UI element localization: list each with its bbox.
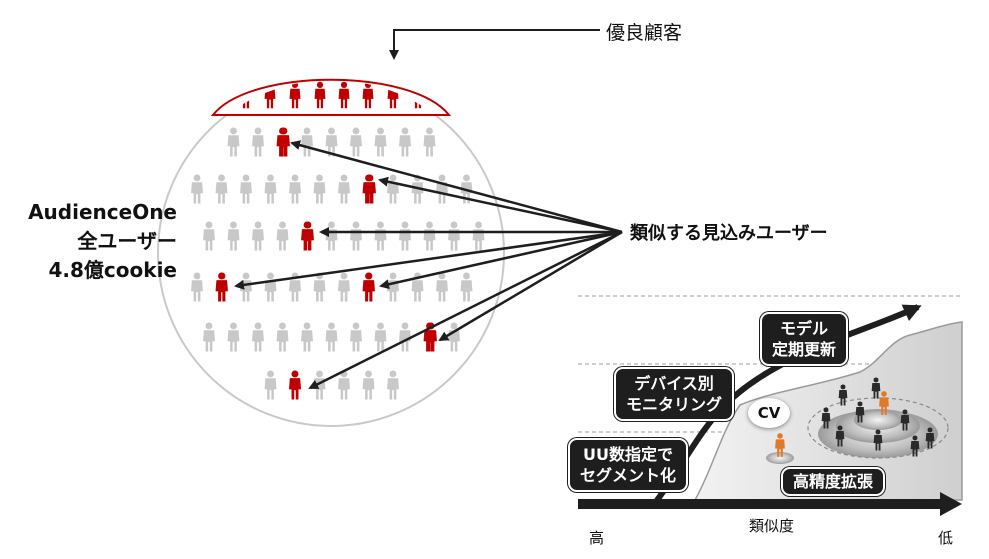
axis-arrow-icon — [940, 492, 962, 516]
axis-label: 類似度 — [749, 517, 795, 535]
similarity-chart — [578, 295, 963, 516]
audience-label: AudienceOne 全ユーザー 4.8億cookie — [0, 198, 177, 285]
step-segment-bubble: UU数指定で セグメント化 — [568, 438, 689, 492]
audience-label-line2: 全ユーザー — [77, 229, 177, 253]
top-customer-label: 優良顧客 — [606, 22, 683, 44]
growth-arrow — [652, 304, 922, 505]
audience-label-line3: 4.8億cookie — [48, 258, 178, 282]
axis-low-label: 低 — [938, 529, 954, 547]
step-monitoring-line1: デバイス別 — [634, 374, 714, 393]
step-model-update-bubble: モデル 定期更新 — [760, 312, 849, 366]
expansion-bubble: 高精度拡張 — [781, 467, 886, 496]
step-model-line2: 定期更新 — [772, 340, 837, 359]
step-model-line1: モデル — [780, 319, 829, 338]
lookalike-label: 類似する見込みユーザー — [630, 223, 828, 244]
lookalike-arrows — [234, 140, 623, 390]
cv-bubble: CV — [748, 398, 790, 428]
audience-label-line1: AudienceOne — [28, 200, 177, 224]
step-segment-line2: セグメント化 — [580, 466, 677, 485]
step-monitoring-bubble: デバイス別 モニタリング — [614, 367, 735, 421]
top-customer-dome — [210, 78, 452, 116]
step-monitoring-line2: モニタリング — [626, 395, 723, 414]
axis-high-label: 高 — [589, 529, 605, 547]
step-segment-line1: UU数指定で — [583, 445, 673, 464]
top-customer-pointer — [389, 29, 600, 60]
